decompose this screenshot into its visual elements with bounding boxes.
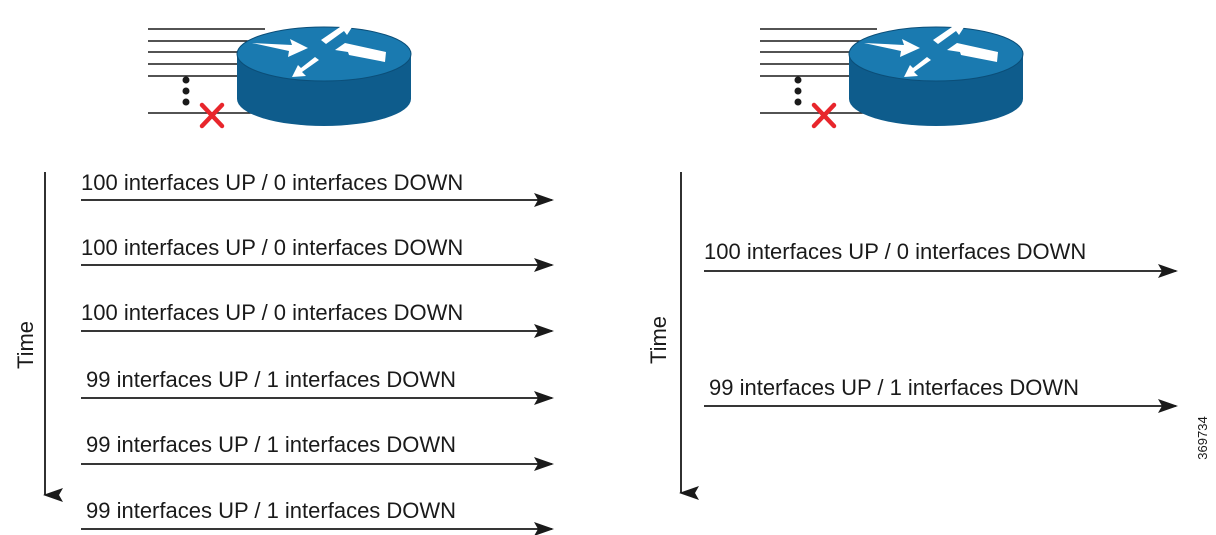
- left-time-axis: Time: [13, 172, 63, 502]
- router-icon: [236, 21, 412, 126]
- left-time-label: Time: [13, 321, 38, 369]
- failure-x-icon: [199, 102, 225, 129]
- left-message-label: 100 interfaces UP / 0 interfaces DOWN: [81, 170, 463, 195]
- left-message-label: 100 interfaces UP / 0 interfaces DOWN: [81, 300, 463, 325]
- ellipsis-icon: [794, 76, 802, 106]
- right-time-label: Time: [646, 316, 671, 364]
- interface-lines-icon: [148, 28, 265, 114]
- left-message-list: 100 interfaces UP / 0 interfaces DOWN 10…: [81, 170, 554, 535]
- right-message-list: 100 interfaces UP / 0 interfaces DOWN 99…: [704, 239, 1178, 413]
- left-message-label: 99 interfaces UP / 1 interfaces DOWN: [86, 367, 456, 392]
- right-time-axis: Time: [646, 172, 699, 500]
- left-router-group: [148, 21, 412, 129]
- failure-x-icon: [811, 102, 837, 129]
- right-router-group: [760, 21, 1024, 129]
- left-message-label: 100 interfaces UP / 0 interfaces DOWN: [81, 235, 463, 260]
- left-message-label: 99 interfaces UP / 1 interfaces DOWN: [86, 432, 456, 457]
- left-message-label: 99 interfaces UP / 1 interfaces DOWN: [86, 498, 456, 523]
- ellipsis-icon: [182, 76, 190, 106]
- figure-id: 369734: [1195, 416, 1210, 459]
- right-message-label: 99 interfaces UP / 1 interfaces DOWN: [709, 375, 1079, 400]
- router-icon: [848, 21, 1024, 126]
- right-message-label: 100 interfaces UP / 0 interfaces DOWN: [704, 239, 1086, 264]
